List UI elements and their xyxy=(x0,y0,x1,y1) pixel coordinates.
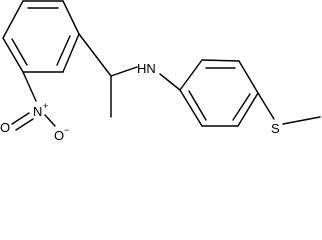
ring-bond xyxy=(62,0,80,35)
ring-bond xyxy=(237,92,259,127)
sulfur-label: S xyxy=(271,121,280,136)
aryl-to-methine-bond xyxy=(78,33,112,77)
nitrophenyl-ring xyxy=(2,0,80,73)
nitro-nitrogen-label: N xyxy=(33,104,42,119)
sulfur-methyl-bond xyxy=(282,116,321,125)
ring-bond xyxy=(2,37,24,73)
methylthiophenyl-ring xyxy=(179,59,259,127)
nitro-left-double-bond xyxy=(11,112,30,125)
ring-double-bond xyxy=(56,35,71,66)
ring-bond xyxy=(179,59,203,91)
ring-to-sulfur-bond xyxy=(257,92,275,120)
ring-bond xyxy=(62,33,80,73)
nitro-oxygen-right-label: O xyxy=(54,128,64,143)
ring-to-nitro-bond xyxy=(22,71,37,102)
ring-bond xyxy=(2,0,24,39)
amine-nh-label: HN xyxy=(137,61,156,76)
ring-bond xyxy=(201,59,240,62)
nitro-left-double-bond xyxy=(15,118,34,131)
nitro-oxygen-left-label: O xyxy=(0,120,10,135)
chemical-structure: HN S N + O O − xyxy=(0,0,321,143)
ring-bond xyxy=(238,60,259,94)
ring-double-bond xyxy=(188,90,207,121)
amine-to-aryl-bond xyxy=(159,73,181,91)
methine-to-amine-bond xyxy=(110,66,138,77)
nitro-nitrogen-charge: + xyxy=(43,101,48,111)
ring-bond xyxy=(179,89,203,127)
nitro-right-bond xyxy=(44,114,56,127)
ring-double-bond xyxy=(11,38,28,66)
nitro-oxygen-charge: − xyxy=(64,125,69,135)
ring-double-bond xyxy=(232,93,251,121)
